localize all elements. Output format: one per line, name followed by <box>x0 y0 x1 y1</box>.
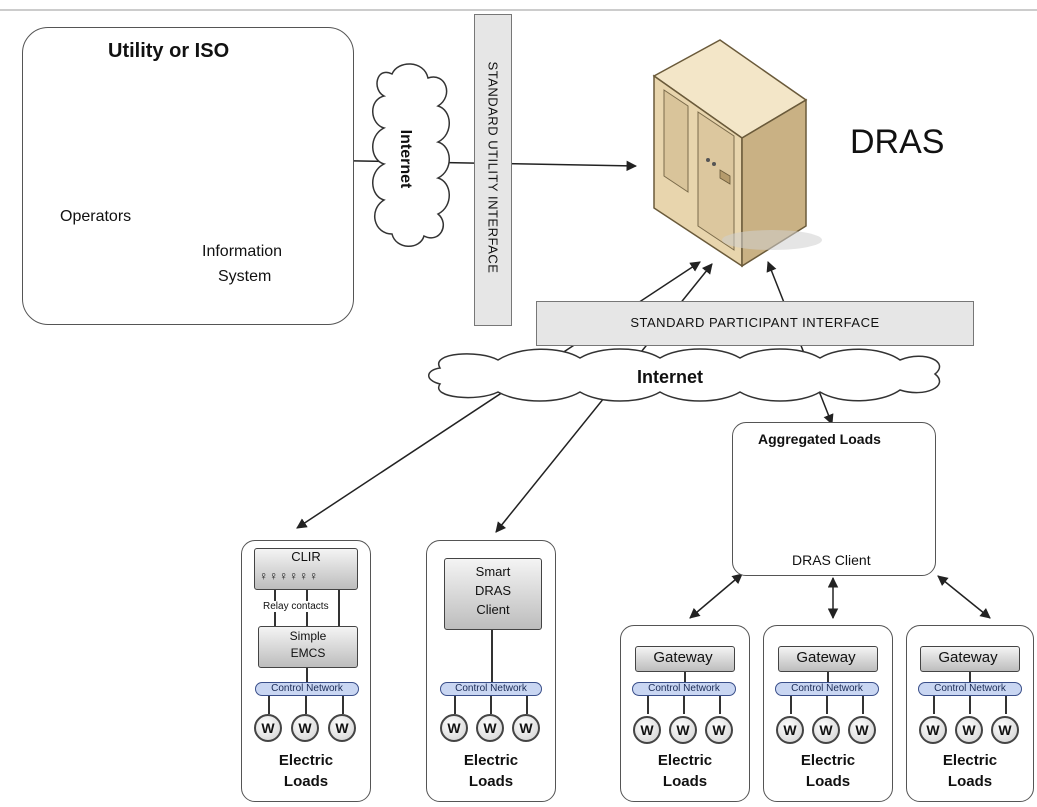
utility-iso-box <box>22 27 354 325</box>
arrow-agg-to-gateway-3 <box>937 575 991 619</box>
gateway-2-to-network-line <box>827 672 829 682</box>
clir-load-line-1 <box>268 696 270 714</box>
gateway-label-3: Gateway <box>938 649 998 666</box>
clir-load-line-2 <box>305 696 307 714</box>
gateway-1-control-network: Control Network <box>632 682 736 696</box>
smart-electric-label: Electric <box>463 752 519 769</box>
smart-load-line-2 <box>490 696 492 714</box>
clir-loads-label: Loads <box>283 773 329 790</box>
clir-control-network: Control Network <box>255 682 359 696</box>
clir-load-1: W <box>254 714 282 742</box>
standard-participant-interface-label: STANDARD PARTICIPANT INTERFACE <box>630 315 880 330</box>
gateway-3-load-3: W <box>991 716 1019 744</box>
gateway-1-load-2: W <box>669 716 697 744</box>
emcs-label-2: EMCS <box>290 646 326 660</box>
gateway-device-3 <box>920 646 1020 672</box>
standard-utility-interface-bar <box>474 14 512 326</box>
smart-load-3: W <box>512 714 540 742</box>
gateway-3-loads-label: Loads <box>947 773 993 790</box>
gateway-3-to-network-line <box>969 672 971 682</box>
smart-load-2: W <box>476 714 504 742</box>
arrow-info-to-dras <box>303 154 638 172</box>
clir-electric-label: Electric <box>278 752 334 769</box>
gateway-2-load-2: W <box>812 716 840 744</box>
dras-server-icon <box>652 39 822 268</box>
gateway-1-load-1: W <box>633 716 661 744</box>
middle-internet-label: Internet <box>637 367 704 387</box>
gateway-1-load-line-1 <box>647 696 649 714</box>
smart-label-2: DRAS <box>474 583 512 598</box>
relay-contacts-label: Relay contacts <box>263 601 329 612</box>
gateway-2-load-1: W <box>776 716 804 744</box>
smart-dras-client-device <box>444 558 542 630</box>
gateway-3-control-network: Control Network <box>918 682 1022 696</box>
gateway-1-load-line-3 <box>719 696 721 714</box>
gateway-3-load-2: W <box>955 716 983 744</box>
aggregated-loads-title: Aggregated Loads <box>758 431 881 447</box>
smart-load-line-1 <box>454 696 456 714</box>
gateway-2-load-line-3 <box>862 696 864 714</box>
clir-relay-contacts-icon: ♀♀♀♀♀♀ <box>259 569 319 583</box>
gateway-2-load-line-1 <box>790 696 792 714</box>
information-system-label-1: Information <box>202 243 283 260</box>
gateway-1-load-line-2 <box>683 696 685 714</box>
utility-iso-title: Utility or ISO <box>108 40 230 62</box>
gateway-device-2 <box>778 646 878 672</box>
smart-loads-label: Loads <box>468 773 514 790</box>
gateway-3-load-line-1 <box>933 696 935 714</box>
gateway-2-control-network: Control Network <box>775 682 879 696</box>
top-internet-label: Internet <box>397 129 414 189</box>
gateway-3-load-line-2 <box>969 696 971 714</box>
gateway-3-electric-label: Electric <box>942 752 998 769</box>
emcs-label-1: Simple <box>289 629 327 643</box>
aggregated-loads-box <box>732 422 936 576</box>
clir-label: CLIR <box>291 549 321 564</box>
gateway-label-1: Gateway <box>653 649 713 666</box>
clir-link-line-3 <box>338 590 340 626</box>
dras-label: DRAS <box>850 123 945 161</box>
middle-cloud-shape <box>428 348 941 402</box>
standard-participant-interface-bar <box>536 301 974 346</box>
dras-client-label: DRAS Client <box>792 552 871 568</box>
simple-emcs-device <box>258 626 358 668</box>
smart-label-3: Client <box>476 602 510 617</box>
gateway-2-load-3: W <box>848 716 876 744</box>
smart-load-line-3 <box>526 696 528 714</box>
arrow-agg-to-gateway-1 <box>689 573 743 619</box>
clir-load-2: W <box>291 714 319 742</box>
gateway-1-loads-label: Loads <box>662 773 708 790</box>
emcs-to-network-line <box>306 668 308 682</box>
information-system-label-2: System <box>218 268 272 285</box>
smart-label-1: Smart <box>475 564 511 579</box>
clir-load-line-3 <box>342 696 344 714</box>
smart-load-1: W <box>440 714 468 742</box>
gateway-1-electric-label: Electric <box>657 752 713 769</box>
smart-control-network: Control Network <box>440 682 542 696</box>
smart-to-network-line <box>491 630 493 682</box>
clir-load-3: W <box>328 714 356 742</box>
gateway-1-load-3: W <box>705 716 733 744</box>
gateway-device-1 <box>635 646 735 672</box>
gateway-2-load-line-2 <box>826 696 828 714</box>
gateway-2-loads-label: Loads <box>805 773 851 790</box>
gateway-3-load-line-3 <box>1005 696 1007 714</box>
clir-device <box>254 548 358 590</box>
gateway-3-load-1: W <box>919 716 947 744</box>
standard-utility-interface-label: STANDARD UTILITY INTERFACE <box>485 61 501 274</box>
operators-label: Operators <box>60 208 132 225</box>
gateway-label-2: Gateway <box>796 649 856 666</box>
gateway-1-to-network-line <box>684 672 686 682</box>
top-cloud-shape <box>372 63 450 247</box>
gateway-2-electric-label: Electric <box>800 752 856 769</box>
